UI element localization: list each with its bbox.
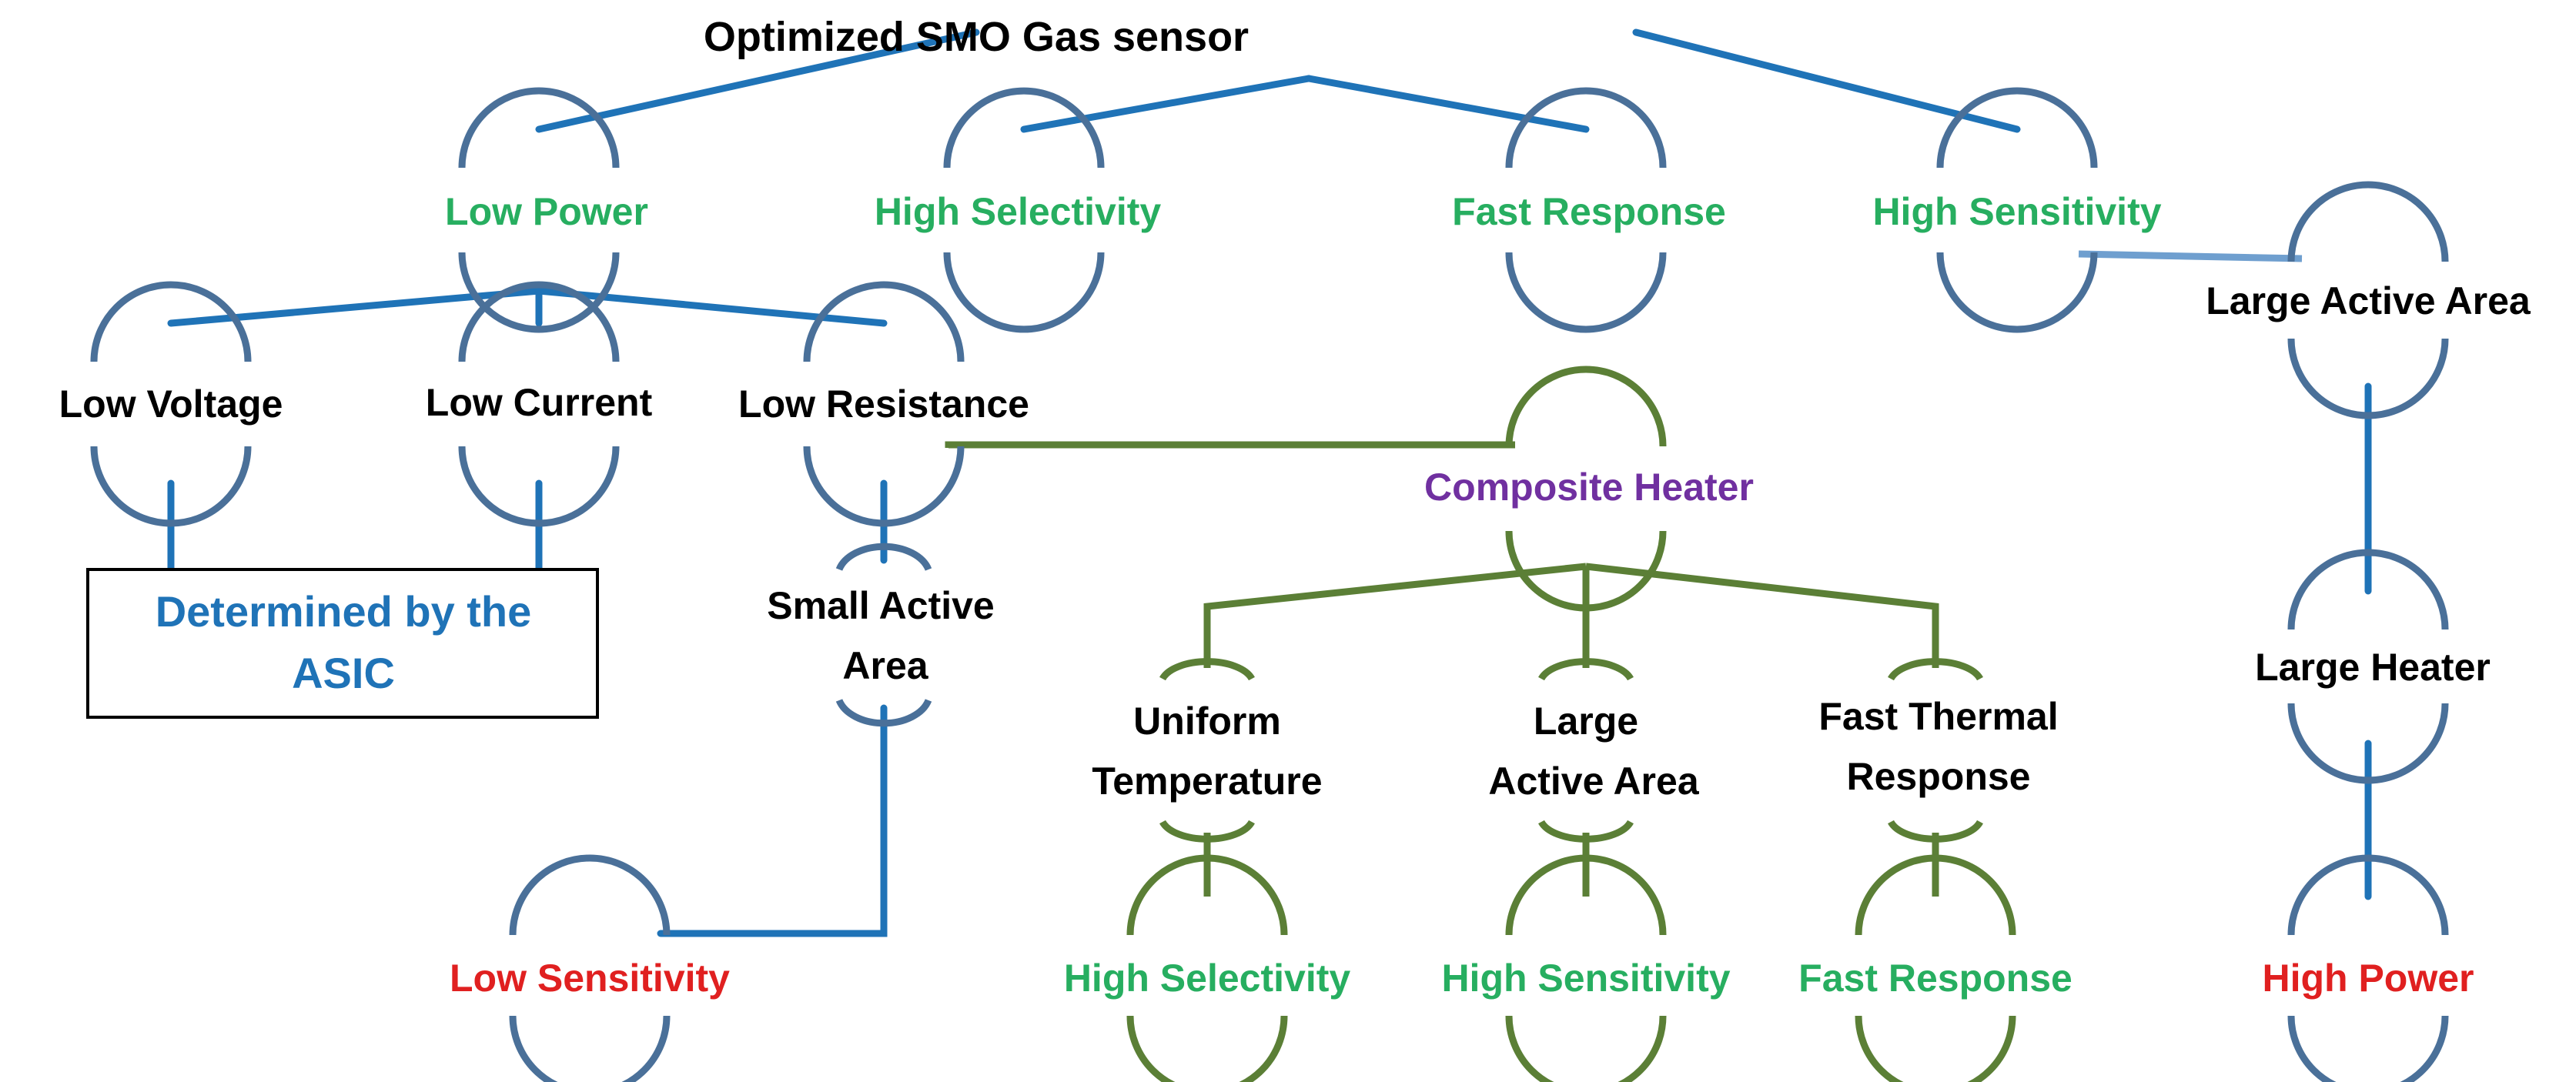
node-arc-large-active-area-2 xyxy=(1538,658,1634,843)
small-active-area-line-2: Area xyxy=(842,644,928,687)
node-arc-low-current xyxy=(458,281,620,527)
node-arc-large-heater xyxy=(2287,549,2449,784)
node-arc-fast-response xyxy=(1505,87,1667,333)
req-low-power: Low Power xyxy=(445,190,648,233)
edge-composite-fast xyxy=(1585,563,1939,668)
root-label: Optimized SMO Gas sensor xyxy=(704,14,1249,60)
node-arc-fast-response-2 xyxy=(1855,854,2016,1082)
node-arcs xyxy=(90,87,2449,1082)
low-current-label: Low Current xyxy=(426,381,653,424)
node-arc-high-selectivity xyxy=(943,87,1105,333)
node-arc-uniform-temperature xyxy=(1159,658,1255,843)
req-high-sensitivity: High Sensitivity xyxy=(1872,190,2161,233)
asic-box-line-1: Determined by the xyxy=(156,587,532,636)
blue-connectors xyxy=(167,28,2372,937)
edge-composite-uniform xyxy=(1203,563,1587,668)
composite-heater-label: Composite Heater xyxy=(1424,466,1754,509)
edge-root-mid-left xyxy=(1020,75,1313,133)
node-arc-large-active-area xyxy=(2287,181,2449,419)
node-arc-low-resistance xyxy=(803,281,965,527)
node-arc-small-active-area xyxy=(835,543,932,727)
small-active-area-line-1: Small Active xyxy=(767,584,995,627)
node-arc-high-sensitivity-2 xyxy=(1505,854,1667,1082)
high-power-label: High Power xyxy=(2262,957,2474,1000)
fast-thermal-response-line-1: Fast Thermal xyxy=(1818,695,2058,738)
node-arc-fast-thermal-response xyxy=(1888,658,1983,843)
edge-root-low-power xyxy=(535,28,980,133)
asic-box-line-2: ASIC xyxy=(292,649,395,697)
fast-thermal-response-line-2: Response xyxy=(1847,755,2031,798)
edge-root-mid-right xyxy=(1305,75,1590,133)
large-heater-label: Large Heater xyxy=(2255,646,2491,689)
outcome-fast-response: Fast Response xyxy=(1798,957,2073,1000)
uniform-temperature-line-1: Uniform xyxy=(1133,700,1281,743)
outcome-high-selectivity: High Selectivity xyxy=(1064,957,1351,1000)
req-high-selectivity: High Selectivity xyxy=(875,190,1162,233)
large-active-area-line-1: Large xyxy=(1534,700,1638,743)
edge-small-area-low-sens xyxy=(657,704,888,937)
node-arc-low-power xyxy=(458,87,620,333)
asic-box xyxy=(86,568,599,719)
node-arc-composite-heater xyxy=(1505,366,1667,612)
low-voltage-label: Low Voltage xyxy=(59,382,283,426)
uniform-temperature-line-2: Temperature xyxy=(1092,760,1322,803)
outcome-high-sensitivity: High Sensitivity xyxy=(1441,957,1730,1000)
large-active-area-line-2: Active Area xyxy=(1488,760,1699,803)
low-resistance-label: Low Resistance xyxy=(738,382,1029,426)
green-connectors xyxy=(945,441,1939,897)
edge-root-right xyxy=(1632,28,2021,133)
node-arc-high-selectivity-2 xyxy=(1126,854,1288,1082)
edge-low-power-resistance xyxy=(535,287,888,327)
node-arc-high-power xyxy=(2287,854,2449,1082)
low-sensitivity-label: Low Sensitivity xyxy=(450,957,730,1000)
node-arc-high-sensitivity xyxy=(1936,87,2098,333)
large-active-area-right-label: Large Active Area xyxy=(2206,279,2531,322)
edge-resistance-composite xyxy=(945,441,1515,449)
edge-high-sens-large-area xyxy=(2078,250,2303,262)
req-fast-response: Fast Response xyxy=(1452,190,1726,233)
node-arc-low-voltage xyxy=(90,281,252,527)
node-arc-low-sensitivity xyxy=(509,854,671,1082)
